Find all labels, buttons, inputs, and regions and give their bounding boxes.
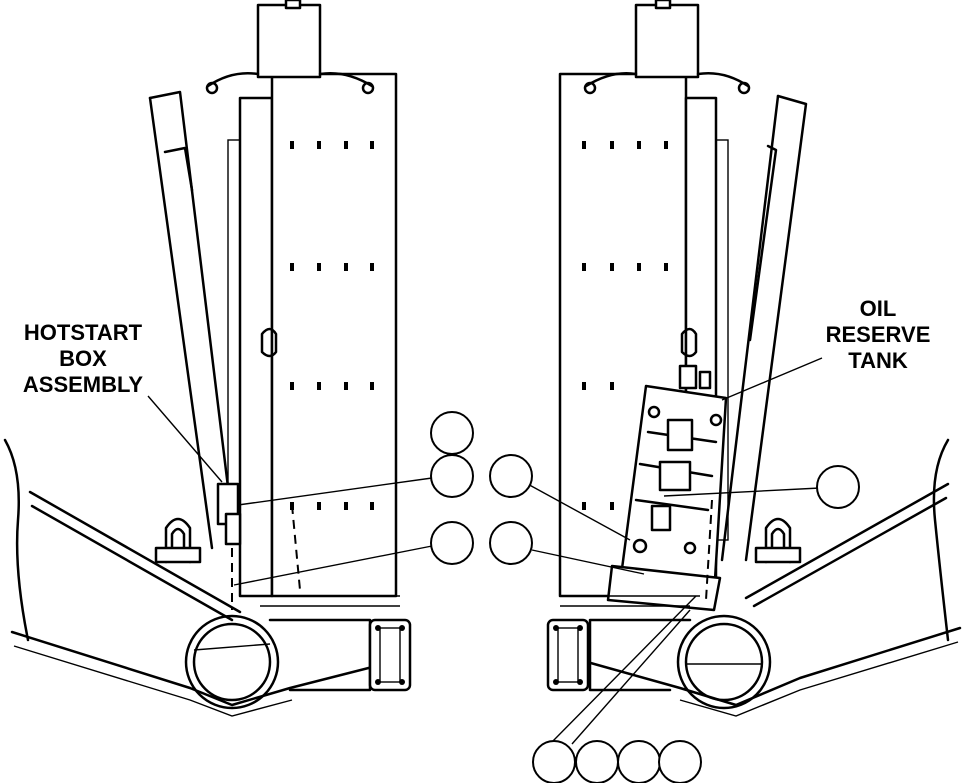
left-bracket — [368, 618, 412, 692]
left-cabinet-front — [270, 72, 398, 598]
right-vent-holes — [582, 141, 668, 510]
right-pipe — [676, 614, 772, 710]
callout-circle — [430, 521, 474, 565]
hotstart-label-line: BOX — [59, 346, 107, 371]
callout-circle — [489, 454, 533, 498]
callout-circle — [816, 465, 860, 509]
callout-circle — [617, 740, 661, 783]
oil-label-line: RESERVE — [825, 322, 931, 347]
oil-label-line: TANK — [848, 348, 908, 373]
left-pipe — [184, 614, 280, 710]
right-equipment-view — [546, 0, 962, 717]
hotstart-label-line: HOTSTART — [23, 320, 143, 345]
callout-circle — [575, 740, 619, 783]
callout-circle — [489, 521, 533, 565]
hotstart-label-line: ASSEMBLY — [22, 372, 144, 397]
oil-reserve-tank — [606, 364, 728, 612]
right-bracket — [546, 618, 590, 692]
callout-circle — [658, 740, 702, 783]
callout-circle — [532, 740, 576, 783]
oil-reserve-tank-label: OIL RESERVE TANK — [818, 296, 938, 374]
callout-circle — [430, 411, 474, 455]
hotstart-box-assembly-label: HOTSTART BOX ASSEMBLY — [10, 320, 156, 398]
callout-circles — [430, 411, 860, 783]
left-equipment-view — [3, 0, 412, 717]
leader-lines — [147, 357, 823, 745]
left-cabinet-side — [238, 96, 274, 598]
right-top-motor — [634, 3, 700, 79]
oil-label-line: OIL — [859, 296, 897, 321]
left-top-motor — [256, 3, 322, 79]
callout-circle — [430, 454, 474, 498]
